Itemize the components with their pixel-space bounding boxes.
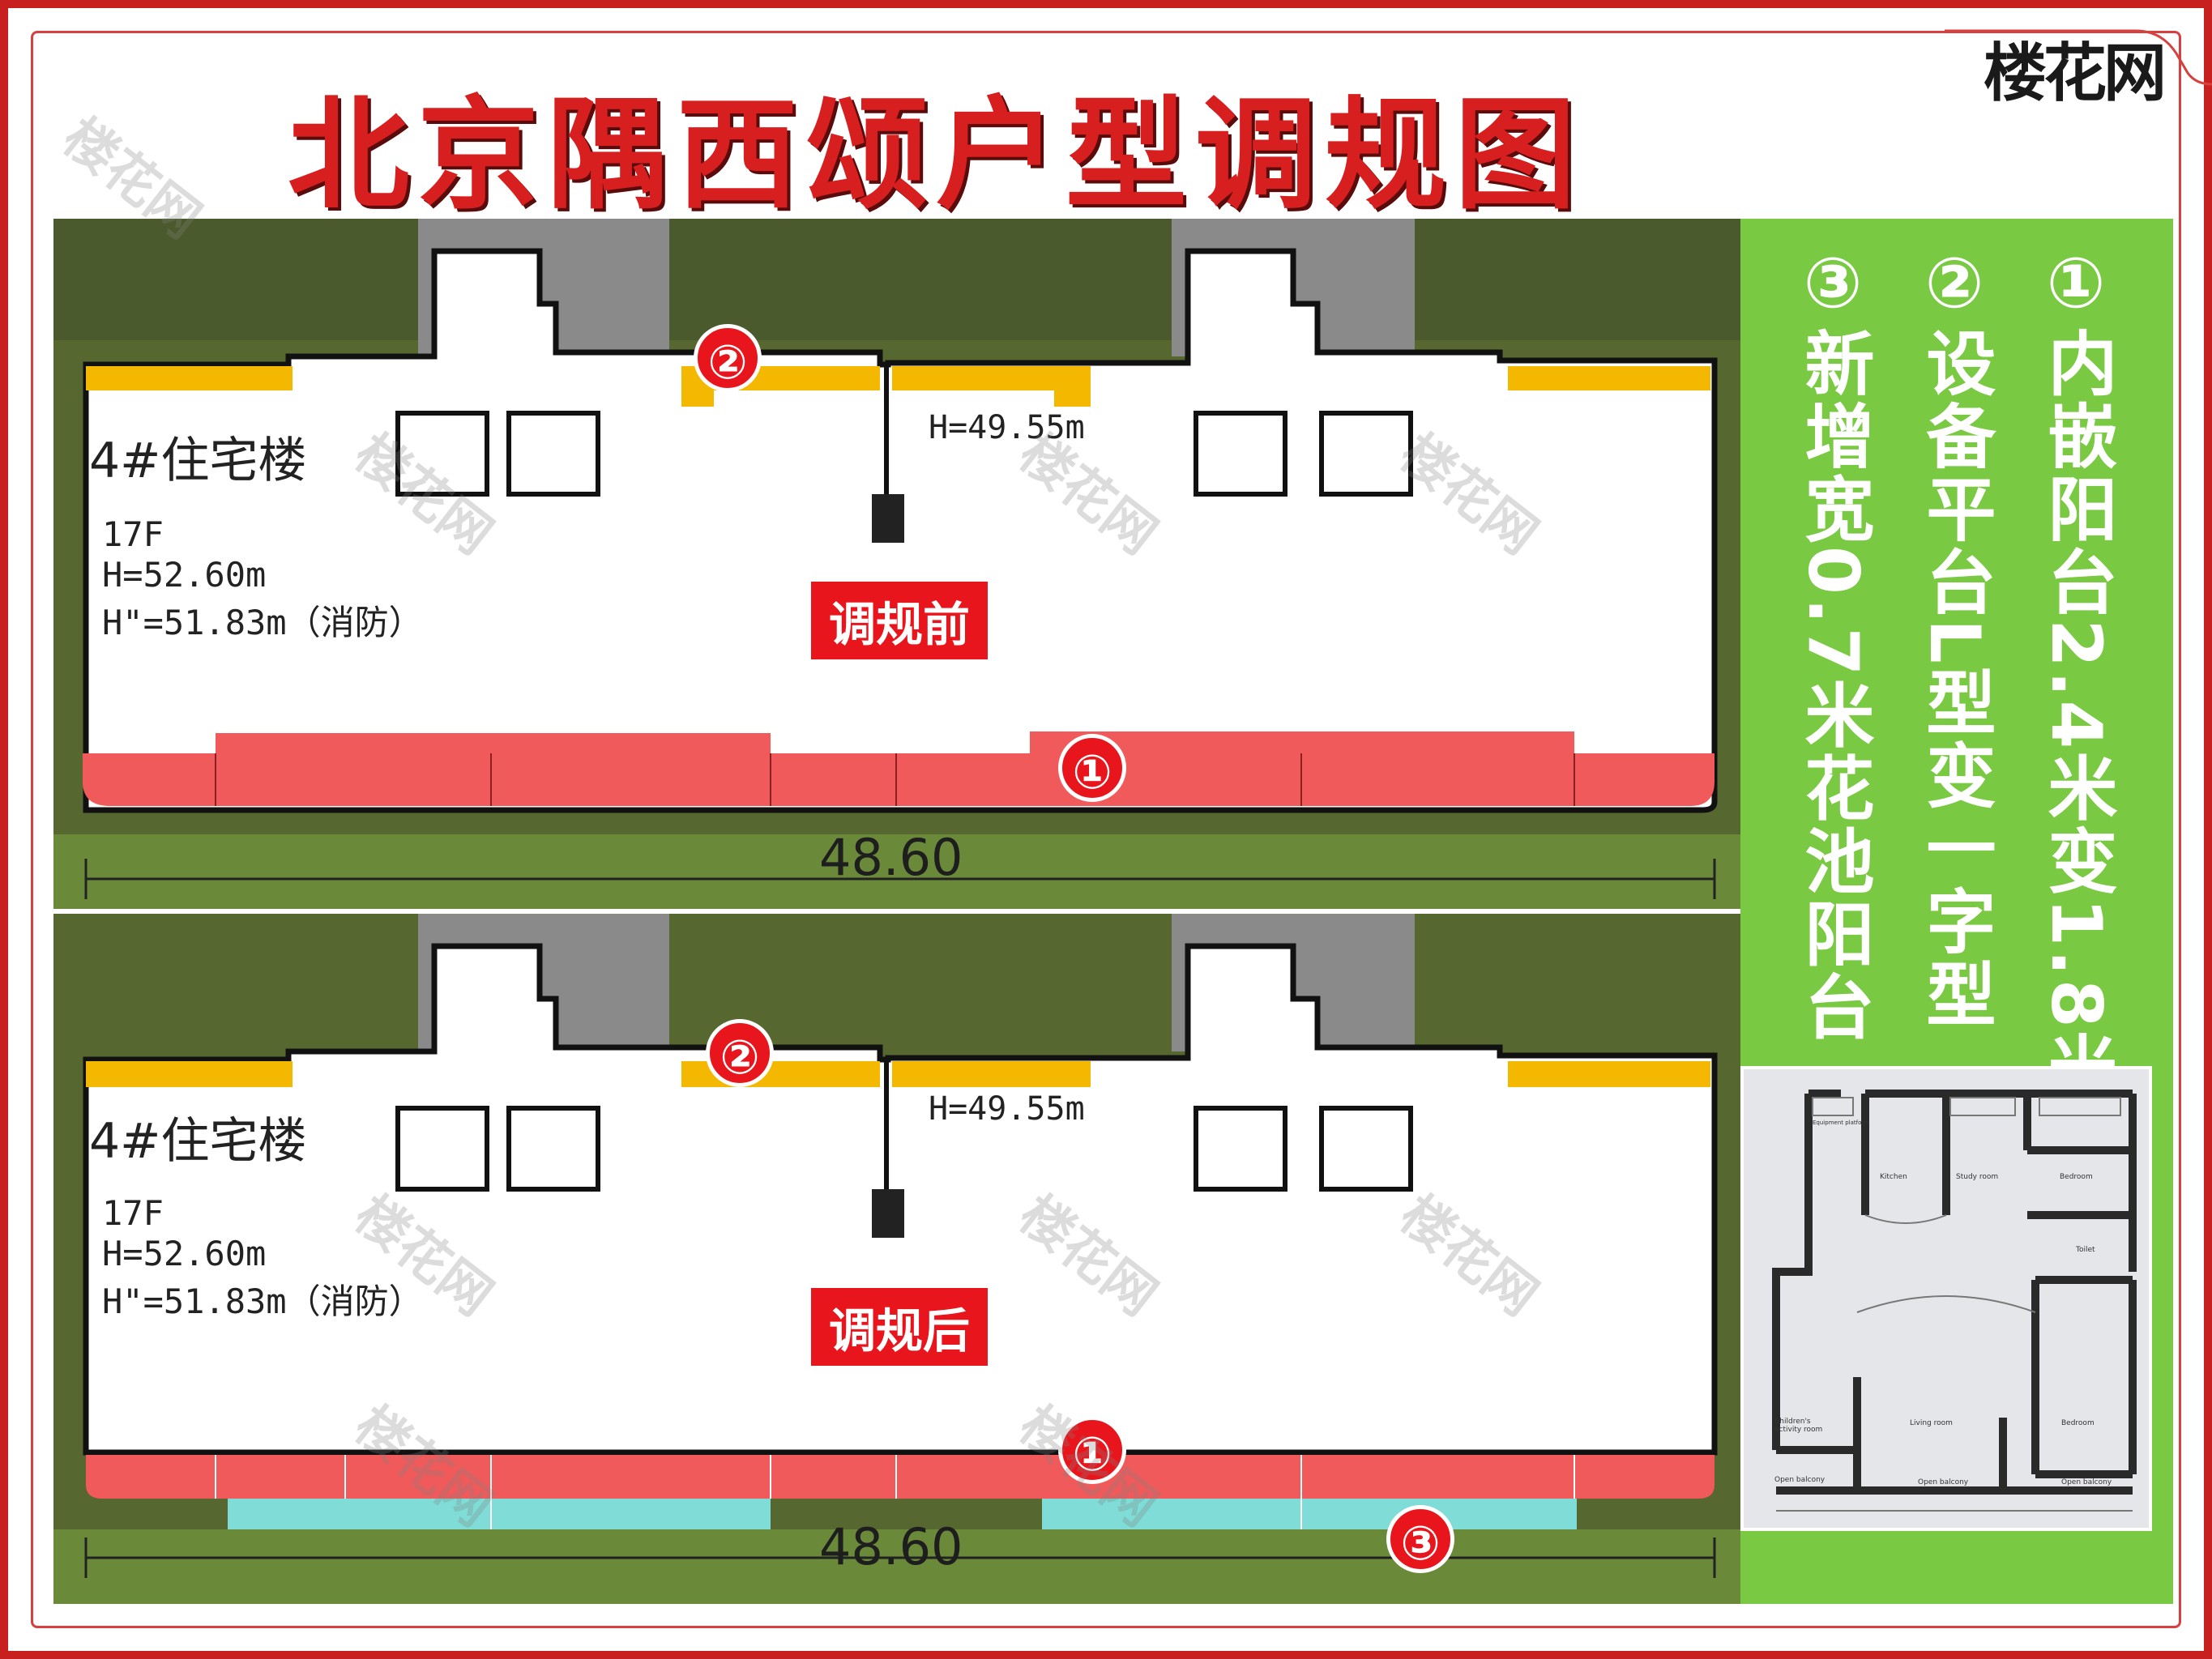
width-dimension: 48.60 [819,828,963,887]
inner-frame [31,31,2181,1628]
brand-logo: 楼花网 [1983,36,2167,110]
stage-label-after: 调规后 [811,1288,989,1366]
room-children: Children's activity room [1774,1418,1823,1434]
site-plan-after [53,914,1740,1604]
room-study: Study room [1956,1173,1999,1181]
room-bedroom-1: Bedroom [2060,1173,2093,1181]
floorplan-walls [1744,1069,2149,1528]
change-3: ③新增宽0.7米花池阳台 [1792,243,1873,1044]
plan-before-panel: 4#住宅楼 17F H=52.60m H"=51.83m（消防） H=49.55… [53,219,1740,909]
fire-height: H"=51.83m（消防） [102,603,423,642]
width-dimension: 48.60 [819,1517,963,1576]
marker-1: ① [1058,1416,1126,1484]
marker-2: ② [706,1019,774,1087]
room-kitchen: Kitchen [1880,1173,1907,1181]
fire-height: H"=51.83m（消防） [102,1282,423,1321]
marker-1: ① [1058,734,1126,802]
neighbor-height: H=49.55m [929,1090,1085,1128]
marker-2: ② [694,324,762,392]
room-bedroom-2: Bedroom [2061,1419,2095,1427]
change-2: ②设备平台L型变一字型 [1914,243,1995,1031]
room-equipment: Equipment platform [1813,1120,1869,1126]
building-label: 4#住宅楼 [89,433,307,489]
unit-floorplan: Kitchen Study room Bedroom Toilet Childr… [1740,1066,2152,1531]
stage-label-before: 调规前 [811,582,989,659]
site-plan-before [53,219,1740,909]
building-height: H=52.60m [102,1234,267,1273]
page-title: 北京隅西颂户型调规图 [288,85,1585,226]
change-1: ①内嵌阳台2.4米变1.8米 [2035,243,2116,1104]
room-balcony-2: Open balcony [1918,1478,1969,1486]
building-label: 4#住宅楼 [89,1113,307,1170]
logo-tab [1945,29,2212,86]
room-balcony-3: Open balcony [2061,1478,2112,1486]
floor-count: 17F [102,514,164,554]
room-toilet: Toilet [2076,1246,2095,1254]
plan-after-panel: 4#住宅楼 17F H=52.60m H"=51.83m（消防） H=49.55… [53,914,1740,1604]
marker-3: ③ [1386,1505,1454,1573]
floor-count: 17F [102,1193,164,1233]
neighbor-height: H=49.55m [929,409,1085,446]
room-living: Living room [1910,1419,1953,1427]
room-balcony-1: Open balcony [1774,1476,1826,1484]
building-height: H=52.60m [102,555,267,595]
